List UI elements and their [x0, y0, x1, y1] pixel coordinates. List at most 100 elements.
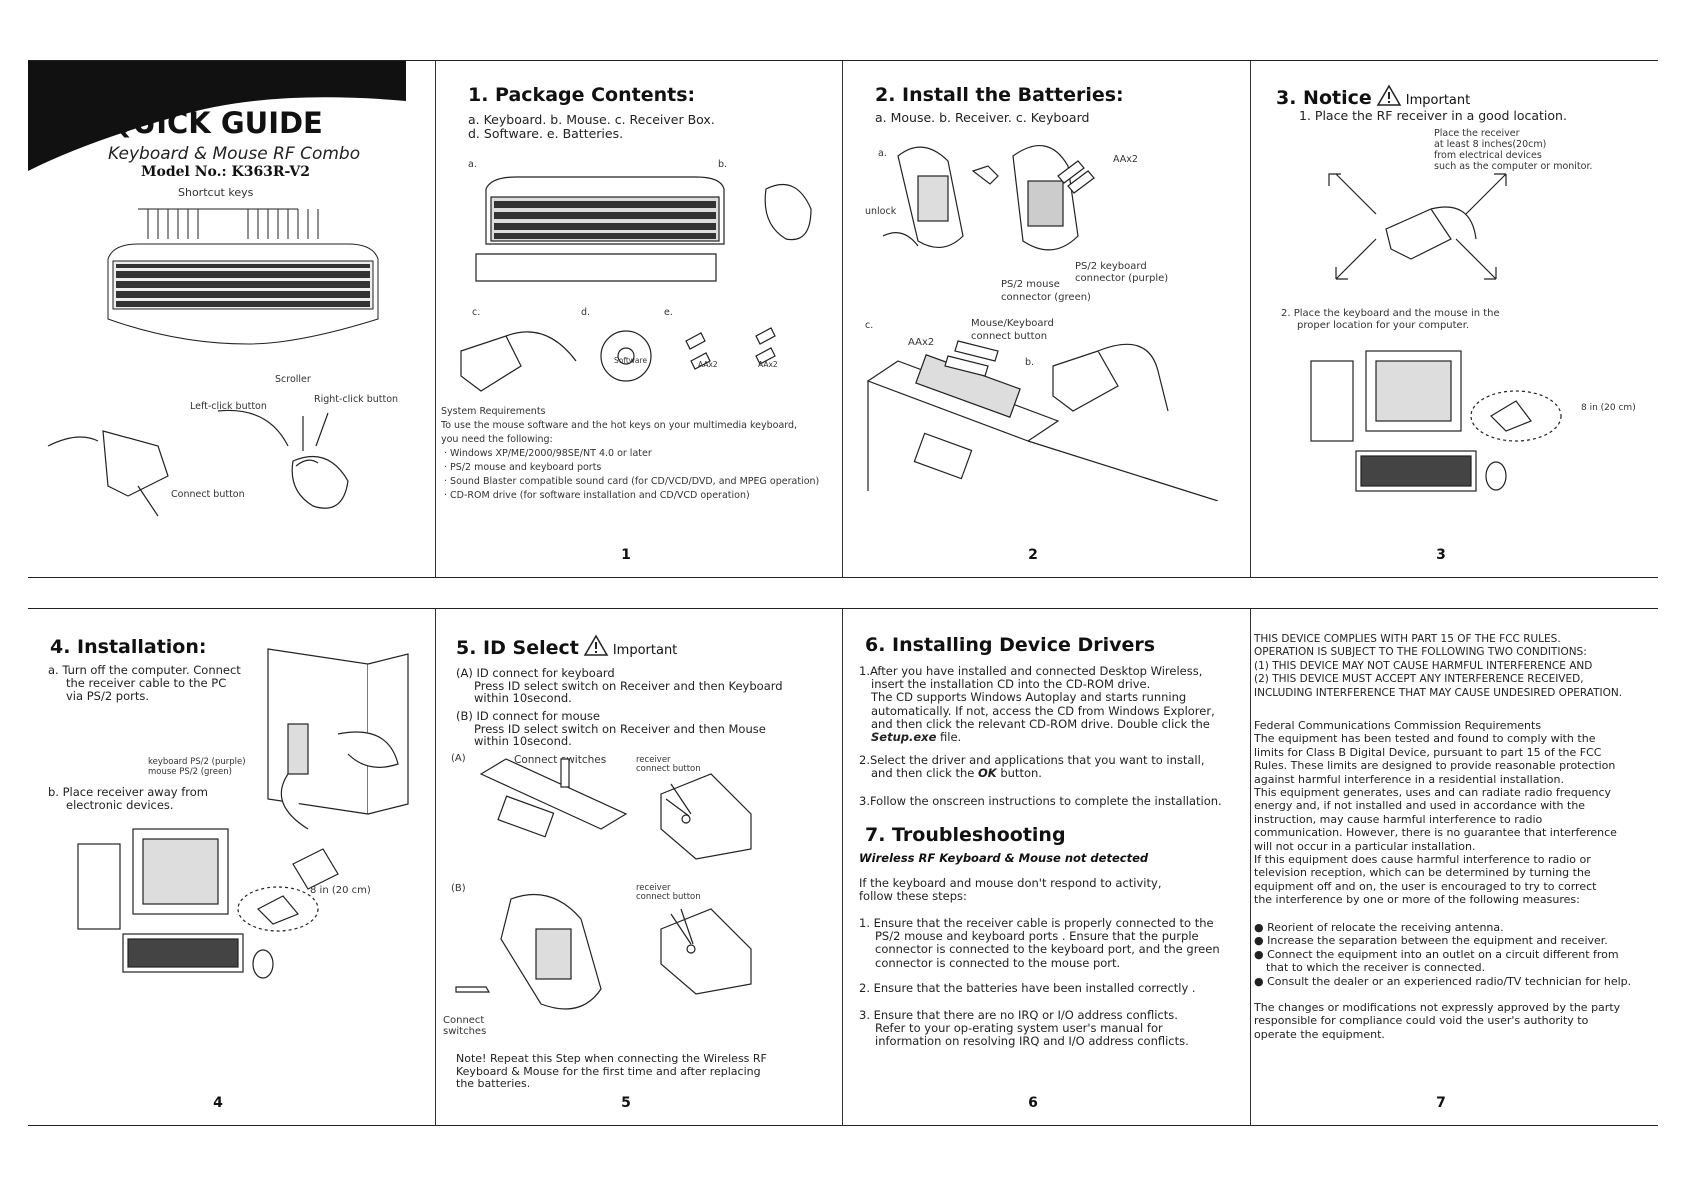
warning-icon [1376, 84, 1402, 106]
notice-step-2b: proper location for your computer. [1297, 320, 1470, 331]
computer-setup-illustration [1310, 350, 1562, 492]
troubleshooting-step-1: 1. Ensure that the receiver cable is pro… [859, 916, 1220, 970]
keyboard-connect-illustration [479, 758, 752, 860]
cover-title: QUICK GUIDE [108, 106, 323, 140]
ps2-mouse-label: PS/2 mouse [1001, 279, 1060, 290]
guide-sheet-front: QUICK GUIDE Keyboard & Mouse RF Combo Mo… [28, 60, 1658, 578]
requirements-title: System Requirements [441, 406, 546, 417]
page-number: 3 [1436, 547, 1446, 563]
ps2-mouse-connector-label: connector (green) [1001, 292, 1091, 303]
cover-black-banner [28, 61, 406, 171]
step-c-label: c. [865, 320, 874, 331]
requirement-item: · PS/2 mouse and keyboard ports [444, 462, 602, 473]
page-number: 7 [1436, 1095, 1446, 1111]
mouse-ps2-label: mouse PS/2 (green) [148, 767, 232, 777]
troubleshooting-title: 7. Troubleshooting [865, 824, 1066, 846]
fcc-requirements: Federal Communications Commission Requir… [1254, 719, 1617, 907]
mouse-keyboard-label: Mouse/Keyboard [971, 318, 1054, 329]
item-c-label: c. [472, 307, 481, 318]
distance-label: 8 in (20 cm) [1581, 403, 1636, 413]
item-e-label: e. [664, 307, 673, 318]
keyboard-and-mouse-illustration [475, 176, 812, 282]
requirements-intro: To use the mouse software and the hot ke… [441, 420, 798, 431]
notice-step-1: 1. Place the RF receiver in a good locat… [1299, 108, 1567, 123]
troubleshooting-step-2: 2. Ensure that the batteries have been i… [859, 981, 1196, 995]
receiver-connect-button-label: connect button [636, 764, 701, 774]
ps2-keyboard-label: PS/2 keyboard [1075, 261, 1147, 272]
drivers-step-1: 1.After you have installed and connected… [859, 664, 1215, 745]
item-a-label: a. [468, 159, 477, 170]
installation-panel: 4. Installation: a. Turn off the compute… [28, 609, 436, 1125]
page-number: 6 [1028, 1095, 1038, 1111]
installation-title: 4. Installation: [50, 636, 207, 658]
troubleshooting-step-3: 3. Ensure that there are no IRQ or I/O a… [859, 1008, 1189, 1049]
shortcut-keys-label: Shortcut keys [178, 186, 254, 199]
step-b-label: (B) [451, 883, 466, 894]
aax2-keyboard-label: AAx2 [908, 337, 935, 348]
installation-setup-illustration [77, 828, 339, 979]
software-cd-label: Software [614, 356, 648, 365]
batteries-label-1: AAx2 [698, 360, 718, 369]
package-contents-line2: d. Software. e. Batteries. [468, 126, 624, 141]
troubleshooting-subtitle: Wireless RF Keyboard & Mouse not detecte… [859, 851, 1149, 865]
package-contents-panel: 1. Package Contents: a. Keyboard. b. Mou… [436, 61, 843, 577]
scroller-label: Scroller [275, 374, 311, 385]
right-click-label: Right-click button [314, 394, 399, 405]
model-number: Model No.: K363R-V2 [141, 164, 310, 180]
step-a-label: a. [878, 148, 887, 159]
repeat-note: Note! Repeat this Step when connecting t… [456, 1052, 767, 1090]
fcc-panel: THIS DEVICE COMPLIES WITH PART 15 OF THE… [1251, 609, 1658, 1125]
mouse-connect-illustration [455, 893, 752, 1010]
page-number: 5 [621, 1095, 631, 1111]
step-b-label: b. [1025, 357, 1035, 368]
drivers-troubleshooting-panel: 6. Installing Device Drivers 1.After you… [843, 609, 1251, 1125]
connect-button-label: Connect button [171, 489, 245, 500]
drivers-title: 6. Installing Device Drivers [865, 634, 1156, 656]
cover-panel: QUICK GUIDE Keyboard & Mouse RF Combo Mo… [28, 61, 436, 577]
notice-step-2: 2. Place the keyboard and the mouse in t… [1281, 308, 1500, 319]
warning-icon [583, 634, 609, 656]
install-batteries-line: a. Mouse. b. Receiver. c. Keyboard [875, 110, 1090, 125]
distance-label: 8 in (20 cm) [310, 885, 371, 896]
mouse-battery-illustration [882, 145, 1095, 251]
item-b-label: b. [718, 159, 728, 170]
left-click-label: Left-click button [190, 401, 267, 412]
requirements-intro-2: you need the following: [441, 434, 553, 445]
fcc-changes-note: The changes or modifications not express… [1254, 1001, 1621, 1041]
step-a-label: (A) [451, 753, 466, 764]
page-number: 4 [213, 1095, 223, 1111]
keyboard-ps2-label: keyboard PS/2 (purple) [148, 757, 246, 767]
receiver-label: receiver [636, 755, 671, 765]
troubleshooting-intro: If the keyboard and mouse don't respond … [859, 876, 1162, 904]
keyboard-illustration [107, 208, 379, 345]
receiver-connect-button-label-b: connect button [636, 892, 701, 902]
item-d-label: d. [581, 307, 591, 318]
receiver-and-mouse-illustration [47, 409, 349, 517]
package-contents-line1: a. Keyboard. b. Mouse. c. Receiver Box. [468, 112, 715, 127]
cover-subtitle: Keyboard & Mouse RF Combo [108, 144, 361, 164]
page-number: 1 [621, 547, 631, 563]
fcc-measures-list: ● Reorient of relocate the receiving ant… [1254, 921, 1632, 988]
requirement-item: · CD-ROM drive (for software installatio… [444, 490, 750, 501]
drivers-step-2: 2.Select the driver and applications tha… [859, 753, 1205, 781]
connect-button-label: connect button [971, 331, 1048, 342]
package-contents-title: 1. Package Contents: [468, 84, 696, 106]
receiver-placement-illustration [1328, 173, 1507, 280]
ps2-keyboard-connector-label: connector (purple) [1075, 273, 1169, 284]
fcc-compliance-caps: THIS DEVICE COMPLIES WITH PART 15 OF THE… [1254, 633, 1623, 699]
requirement-item: · Sound Blaster compatible sound card (f… [444, 476, 820, 487]
aax2-label: AAx2 [1113, 154, 1138, 165]
pc-tower-illustration [267, 648, 409, 830]
requirement-item: · Windows XP/ME/2000/98SE/NT 4.0 or late… [444, 448, 652, 459]
guide-sheet-back: 4. Installation: a. Turn off the compute… [28, 608, 1658, 1126]
install-batteries-title: 2. Install the Batteries: [875, 84, 1124, 106]
page-number: 2 [1028, 547, 1038, 563]
receiver-label-b: receiver [636, 883, 671, 893]
